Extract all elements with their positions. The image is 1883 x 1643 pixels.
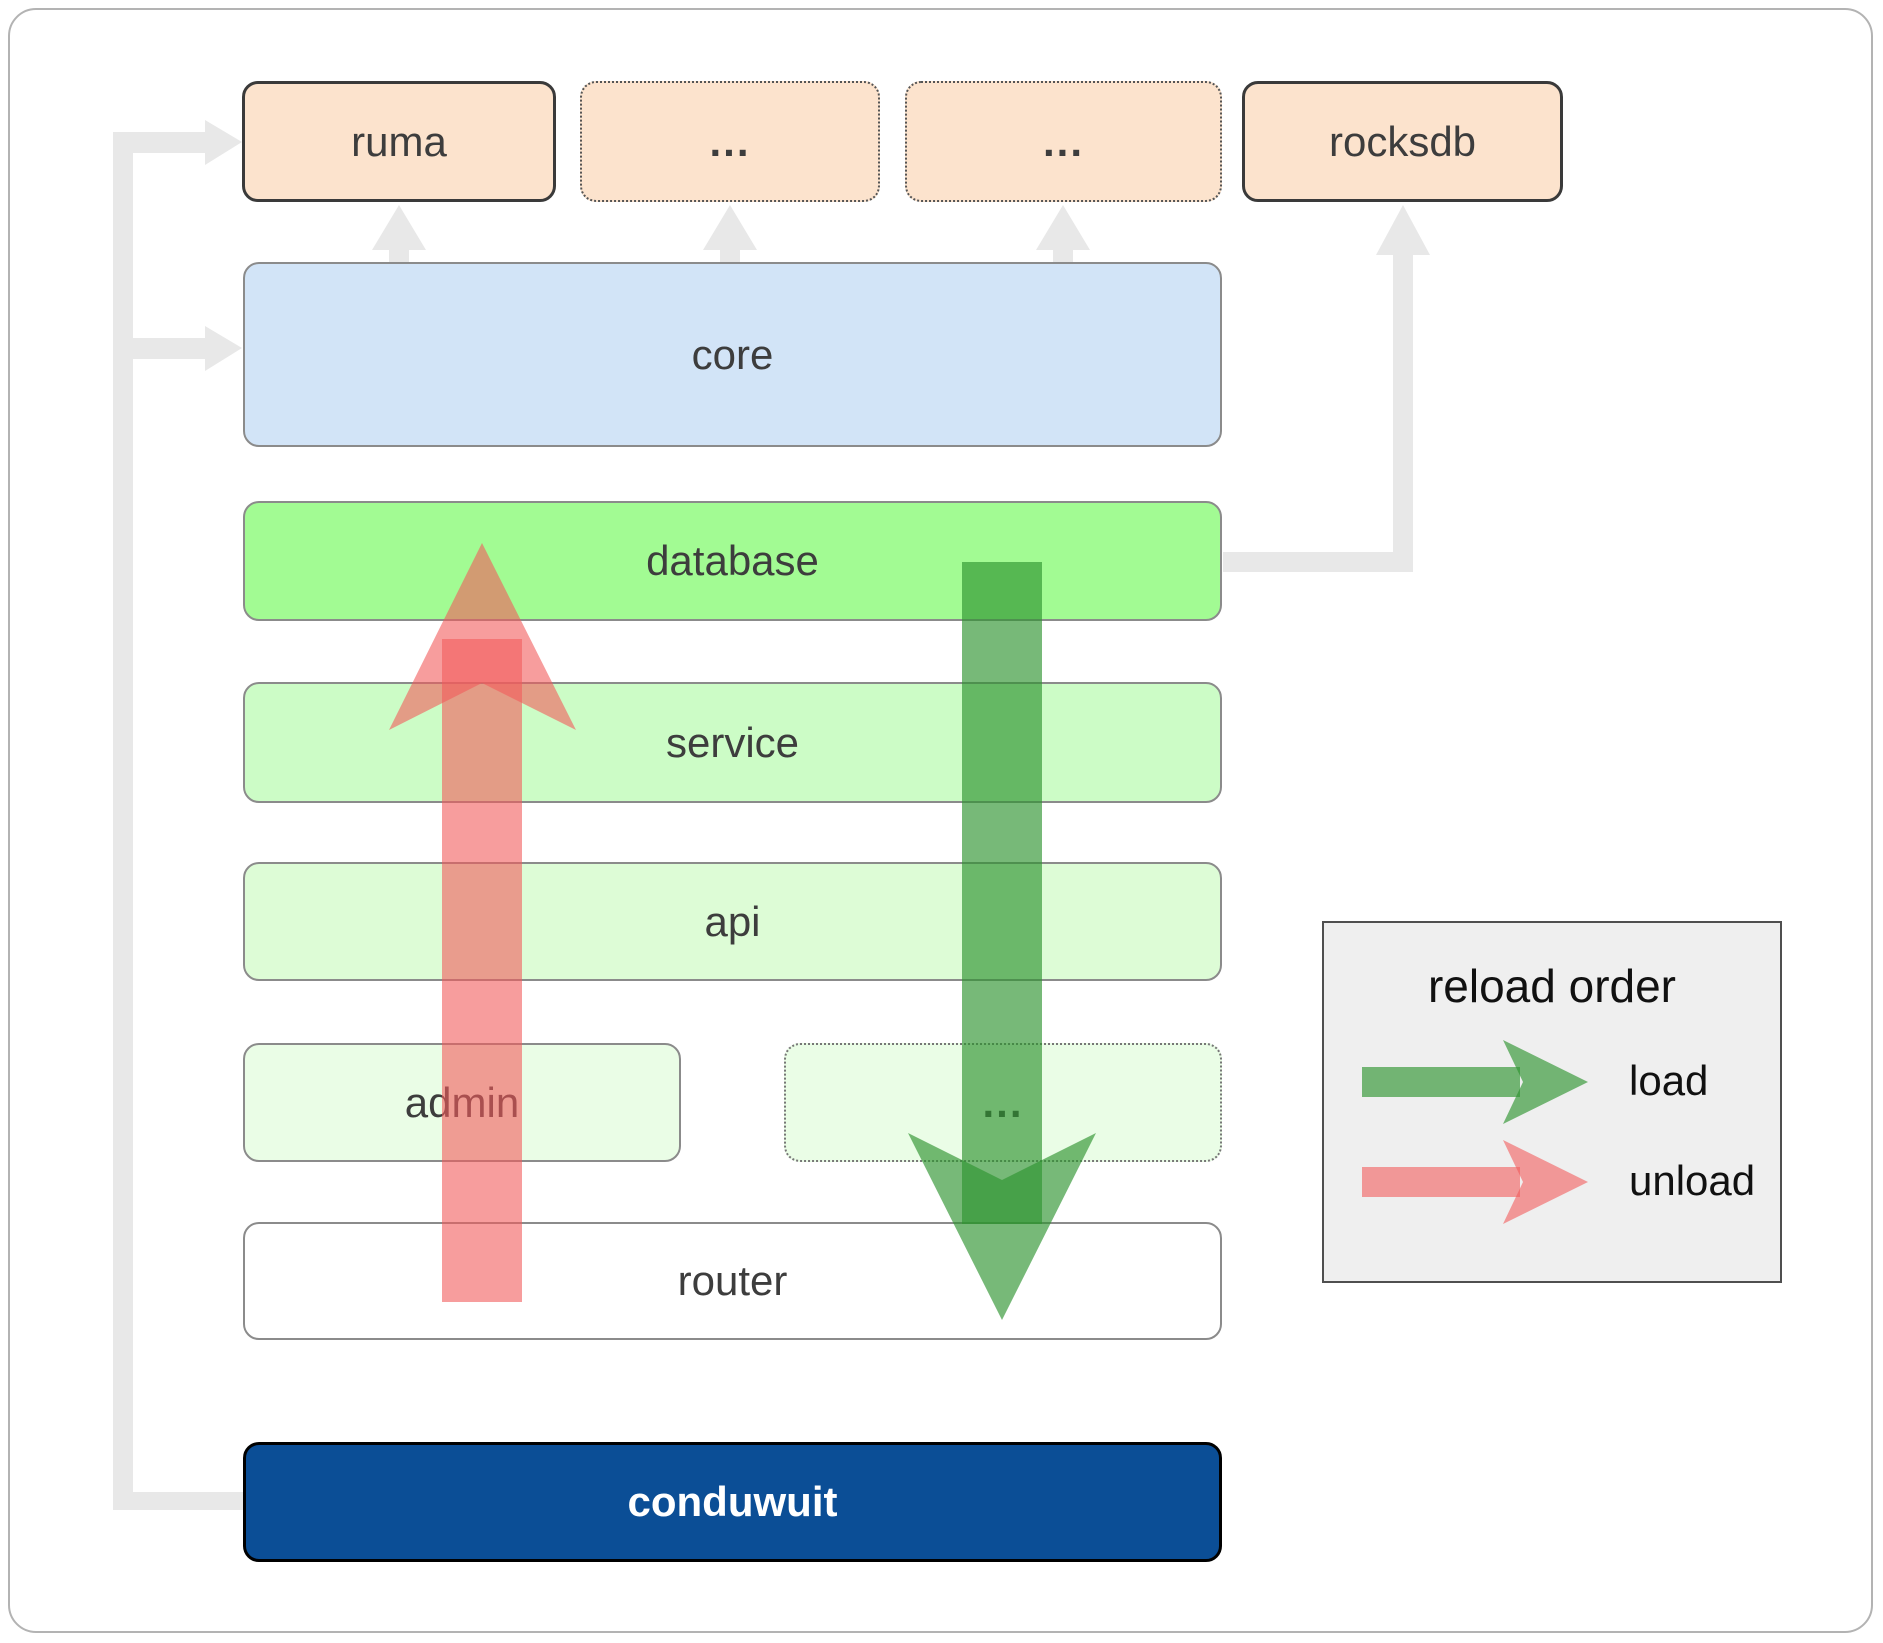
node-database: database — [243, 501, 1222, 621]
node-api: api — [243, 862, 1222, 981]
node-api-label: api — [704, 897, 761, 945]
node-ruma-label: ruma — [351, 117, 447, 165]
diagram-outer-frame — [8, 8, 1873, 1633]
node-ruma: ruma — [242, 81, 556, 202]
node-more: ... — [784, 1043, 1222, 1162]
node-more-label: ... — [982, 1078, 1024, 1126]
node-conduwuit: conduwuit — [243, 1442, 1222, 1562]
legend-reload-order: reload order load unload — [1322, 921, 1782, 1283]
legend-title: reload order — [1427, 960, 1677, 1012]
node-admin: admin — [243, 1043, 681, 1162]
node-service-label: service — [665, 718, 800, 766]
node-crates-a-label: ... — [709, 117, 751, 165]
node-rocksdb: rocksdb — [1242, 81, 1563, 202]
node-conduwuit-label: conduwuit — [627, 1478, 838, 1525]
node-crates-a: ... — [580, 81, 880, 202]
node-core: core — [243, 262, 1222, 447]
node-service: service — [243, 682, 1222, 803]
node-core-label: core — [691, 330, 774, 378]
node-crates-b-label: ... — [1042, 117, 1084, 165]
node-database-label: database — [646, 537, 819, 584]
node-rocksdb-label: rocksdb — [1328, 117, 1477, 165]
legend-load-label: load — [1629, 1057, 1709, 1104]
node-router-label: router — [677, 1257, 788, 1304]
legend-unload-label: unload — [1629, 1157, 1756, 1204]
node-router: router — [243, 1222, 1222, 1340]
node-admin-label: admin — [404, 1078, 520, 1126]
node-crates-b: ... — [905, 81, 1222, 202]
